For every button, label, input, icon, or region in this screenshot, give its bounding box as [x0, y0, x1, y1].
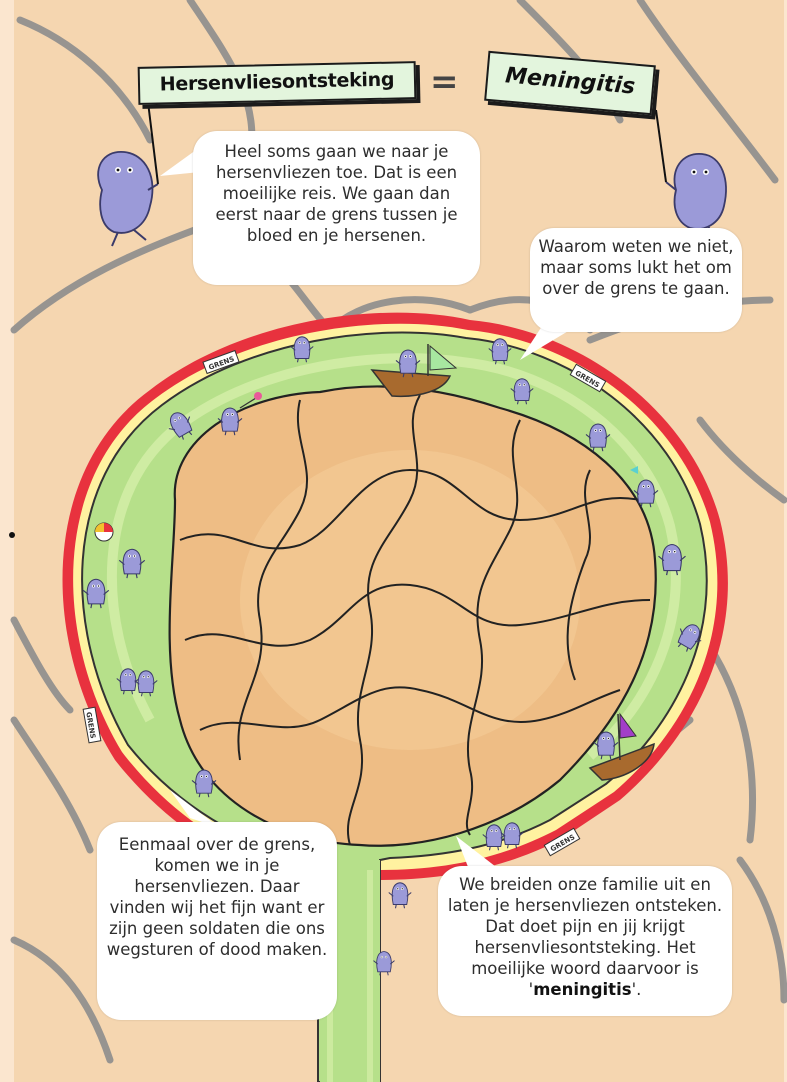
- bubble-bold-term: meningitis: [533, 980, 632, 999]
- speech-bubble-top-left: Heel soms gaan we naar je hersenvliezen …: [193, 131, 480, 285]
- speech-bubble-top-right: Waarom weten we niet, maar soms lukt het…: [530, 228, 742, 332]
- sign-hersenvliesontsteking: Hersenvliesontsteking: [137, 61, 417, 105]
- bacterium-left: [97, 151, 159, 247]
- speech-bubble-bottom-left: Eenmaal over de grens, komen we in je he…: [97, 822, 337, 1020]
- bacterium-right: [665, 153, 727, 241]
- bubble-text: We breiden onze familie uit en laten je …: [447, 875, 723, 999]
- bubble-text-end: '.: [631, 980, 642, 999]
- speech-bubble-bottom-right: We breiden onze familie uit en laten je …: [438, 866, 732, 1016]
- equals-sign: =: [430, 62, 459, 102]
